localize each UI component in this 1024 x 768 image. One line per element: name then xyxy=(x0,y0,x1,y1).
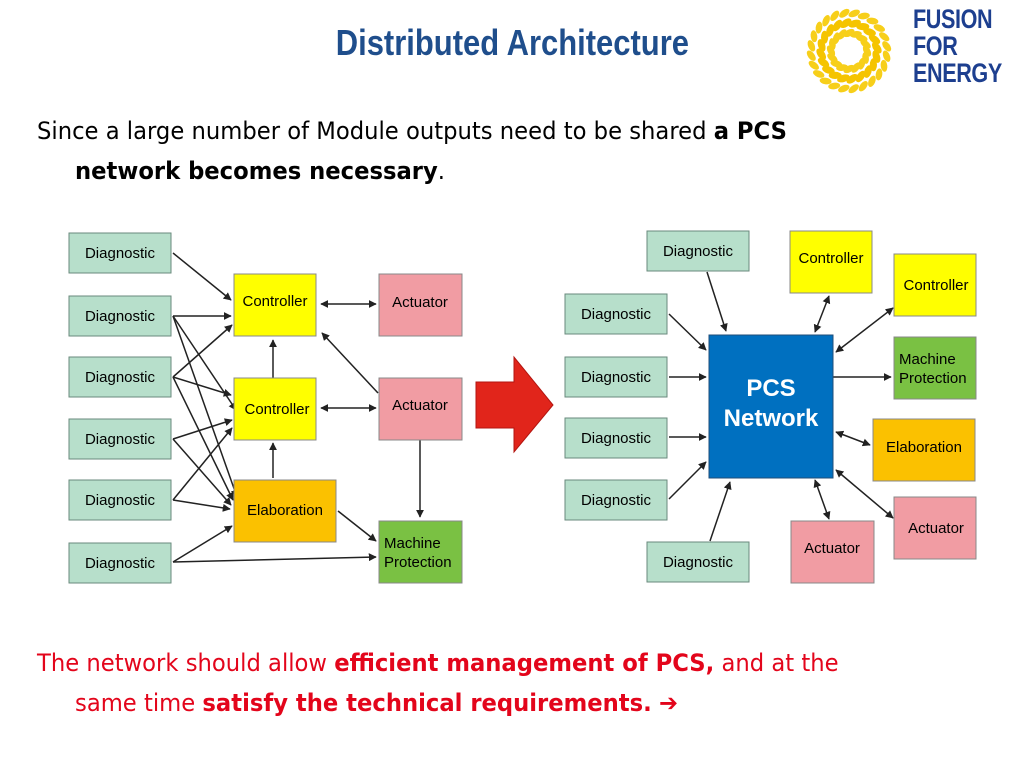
right-actuator-1-label: Actuator xyxy=(804,540,860,557)
right-diagnostic-6-label: Diagnostic xyxy=(663,554,734,571)
outro-text-1: The network should allow xyxy=(37,649,335,677)
pcs-network-label-2: Network xyxy=(724,405,819,432)
left-diagnostic-5: Diagnostic xyxy=(68,479,172,521)
outro-paragraph: The network should allow efficient manag… xyxy=(37,643,885,723)
intro-end: . xyxy=(437,157,445,185)
right-controller-2: Controller xyxy=(893,253,977,317)
right-diagnostic-4: Diagnostic xyxy=(564,417,668,459)
right-actuator-2-label: Actuator xyxy=(908,520,964,537)
right-diagnostic-5-label: Diagnostic xyxy=(581,492,652,509)
left-elaboration: Elaboration xyxy=(233,479,337,543)
outro-bold-1: efficient management of PCS, xyxy=(334,649,715,677)
right-machine-protection: Machine Protection xyxy=(893,336,977,400)
right-diagnostic-4-label: Diagnostic xyxy=(581,430,652,447)
right-mp-label-2: Protection xyxy=(899,370,967,387)
outro-bold-2: satisfy the technical requirements. xyxy=(202,689,652,717)
sun-logo-icon xyxy=(806,8,892,94)
left-actuator-2-label: Actuator xyxy=(392,397,448,414)
pcs-network-box: PCS Network xyxy=(708,334,834,479)
outro-text-3: same time xyxy=(75,689,203,717)
logo-line-1: FUSION xyxy=(913,4,993,34)
right-actuator-2: Actuator xyxy=(893,496,977,560)
left-diagnostic-4-label: Diagnostic xyxy=(85,431,156,448)
logo-line-2: FOR xyxy=(913,31,958,61)
left-controller-1-label: Controller xyxy=(242,293,307,310)
left-controller-1: Controller xyxy=(233,273,317,337)
pcs-network-label-1: PCS xyxy=(746,375,795,402)
right-actuator-1: Actuator xyxy=(790,520,875,584)
left-diagnostic-4: Diagnostic xyxy=(68,418,172,460)
right-elaboration: Elaboration xyxy=(872,418,976,482)
fusion-for-energy-logo: FUSION FOR ENERGY xyxy=(805,4,1020,100)
left-elaboration-label: Elaboration xyxy=(247,502,323,519)
left-diagnostic-2-label: Diagnostic xyxy=(85,308,156,325)
intro-paragraph: Since a large number of Module outputs n… xyxy=(37,111,831,191)
intro-text: Since a large number of Module outputs n… xyxy=(37,117,714,145)
right-mp-label-1: Machine xyxy=(899,351,956,368)
left-diagnostic-6: Diagnostic xyxy=(68,542,172,584)
left-controller-2-label: Controller xyxy=(244,401,309,418)
left-diagram: Diagnostic Diagnostic Diagnostic Diagnos… xyxy=(68,232,463,584)
left-diagnostic-3-label: Diagnostic xyxy=(85,369,156,386)
left-connectors xyxy=(172,252,424,563)
logo-wordmark: FUSION FOR ENERGY xyxy=(913,6,1024,87)
right-controller-1-label: Controller xyxy=(798,250,863,267)
right-diagnostic-6: Diagnostic xyxy=(646,541,750,583)
left-diagnostic-1: Diagnostic xyxy=(68,232,172,274)
right-diagnostic-2-label: Diagnostic xyxy=(581,306,652,323)
outro-text-2: and at the xyxy=(714,649,839,677)
transition-arrow xyxy=(475,355,554,454)
right-elaboration-label: Elaboration xyxy=(886,439,962,456)
right-diagram: PCS Network Diagnostic Diagnostic Diagno… xyxy=(564,230,977,584)
right-diagnostic-2: Diagnostic xyxy=(564,293,668,335)
right-connectors xyxy=(668,271,894,542)
logo-line-3: ENERGY xyxy=(913,58,1002,88)
right-diagnostic-1: Diagnostic xyxy=(646,230,750,272)
slide-title: Distributed Architecture xyxy=(335,22,689,63)
left-actuator-2: Actuator xyxy=(378,377,463,441)
right-diagnostic-5: Diagnostic xyxy=(564,479,668,521)
intro-bold-1: a PCS xyxy=(713,117,787,145)
right-diagnostic-1-label: Diagnostic xyxy=(663,243,734,260)
left-diagnostic-6-label: Diagnostic xyxy=(85,555,156,572)
left-actuator-1-label: Actuator xyxy=(392,294,448,311)
left-mp-label-1: Machine xyxy=(384,535,441,552)
right-diagnostic-3-label: Diagnostic xyxy=(581,369,652,386)
right-diagnostic-3: Diagnostic xyxy=(564,356,668,398)
left-diagnostic-2: Diagnostic xyxy=(68,295,172,337)
left-diagnostic-5-label: Diagnostic xyxy=(85,492,156,509)
right-arrow-icon: ➔ xyxy=(658,689,678,717)
left-diagnostic-3: Diagnostic xyxy=(68,356,172,398)
left-diagnostic-1-label: Diagnostic xyxy=(85,245,156,262)
intro-bold-2: network becomes necessary xyxy=(75,157,438,185)
left-controller-2: Controller xyxy=(233,377,317,441)
right-controller-1: Controller xyxy=(789,230,873,294)
left-mp-label-2: Protection xyxy=(384,554,452,571)
right-controller-2-label: Controller xyxy=(903,277,968,294)
left-machine-protection: Machine Protection xyxy=(378,520,463,584)
left-actuator-1: Actuator xyxy=(378,273,463,337)
